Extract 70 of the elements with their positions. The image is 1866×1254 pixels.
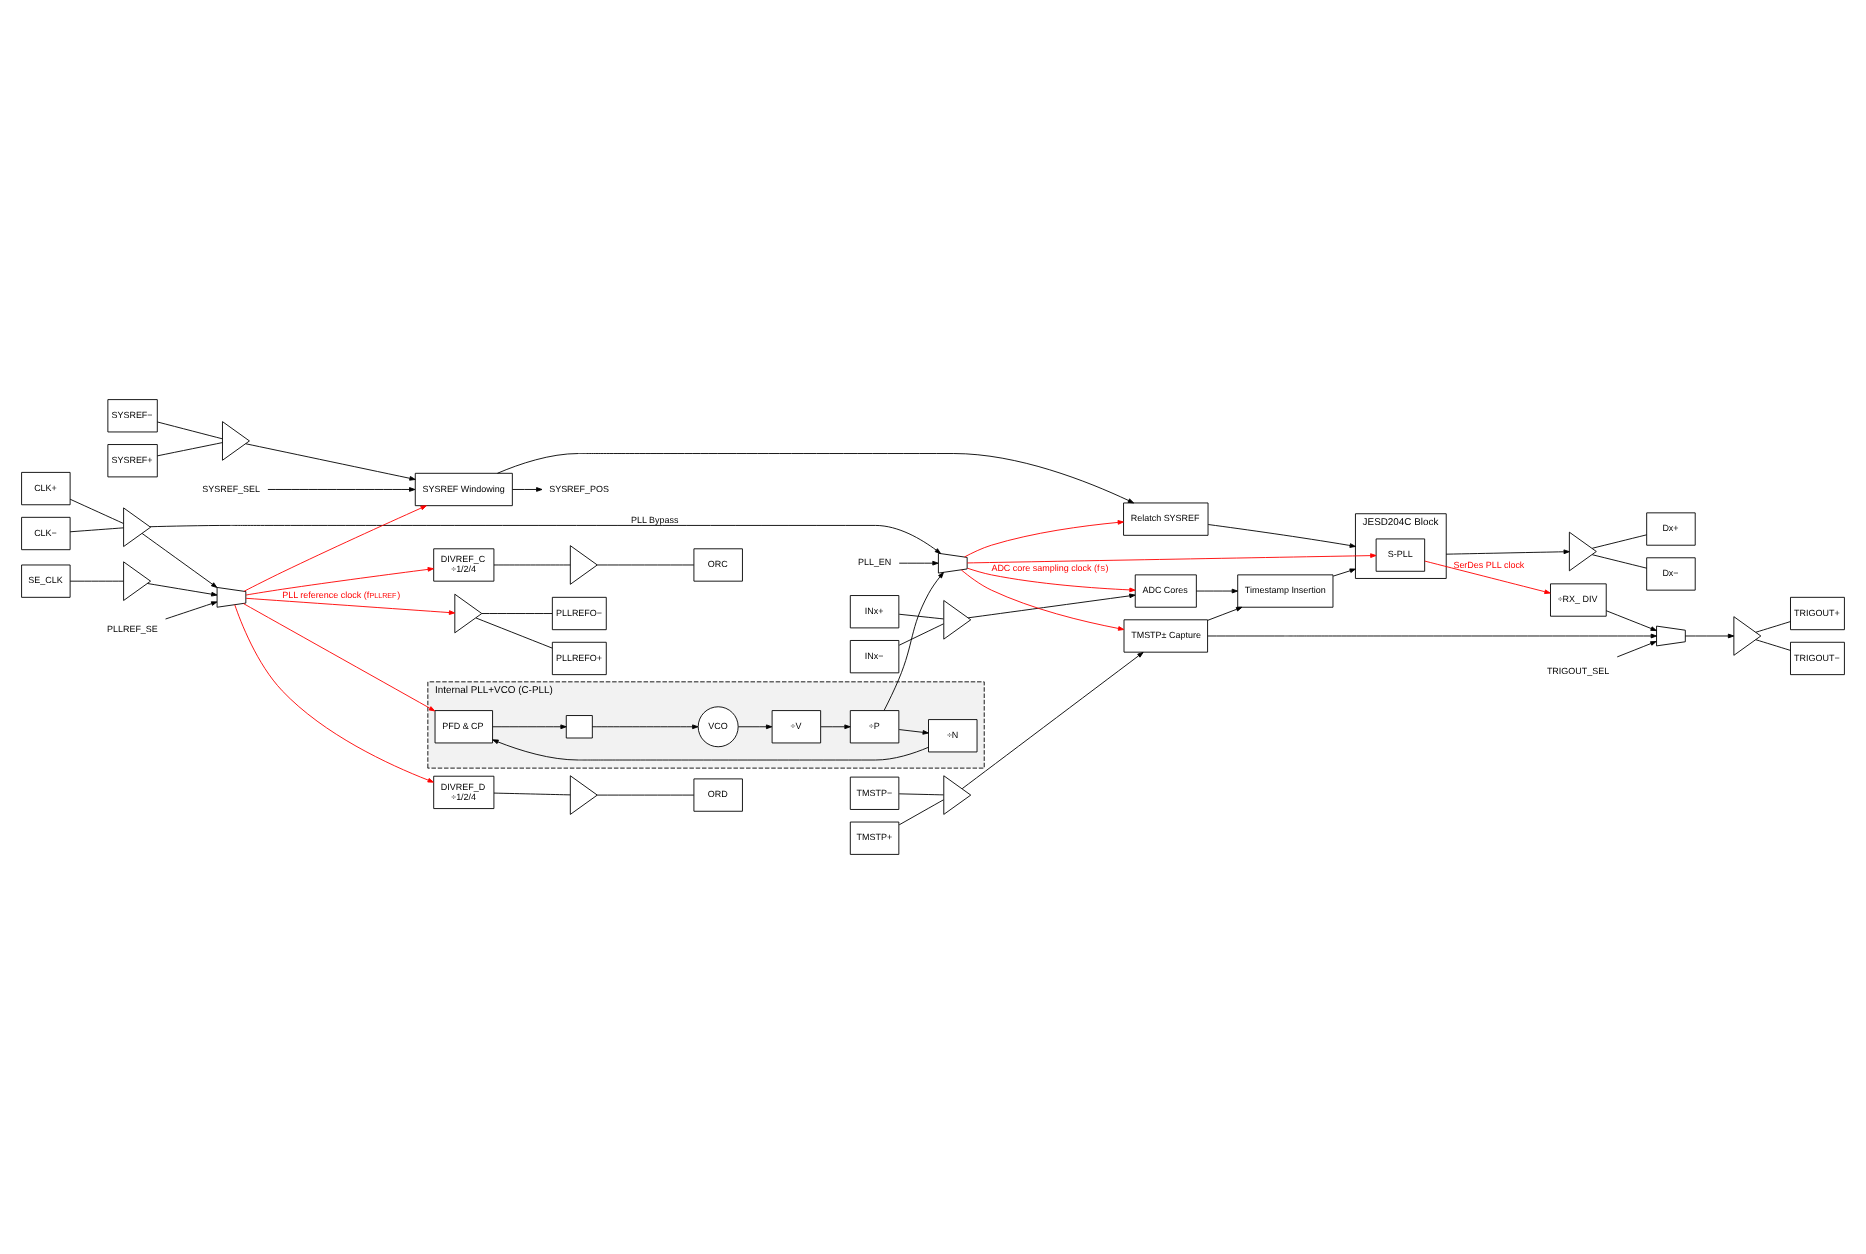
connector: [493, 792, 571, 796]
node-triangle: [123, 507, 151, 547]
node-triangle: [454, 593, 483, 634]
arrow: [898, 729, 929, 735]
connector: [157, 421, 223, 440]
arrow: [1207, 606, 1243, 621]
connector: [898, 793, 944, 796]
connector: [596, 564, 695, 566]
arrow: [146, 583, 218, 597]
arrow: [243, 505, 427, 592]
connector: [69, 580, 124, 582]
node-box: [565, 715, 593, 739]
arrow: [967, 567, 1136, 593]
connector: [898, 613, 944, 620]
connector: [898, 623, 944, 646]
node-triangle: [1568, 531, 1597, 572]
node-triangle: [943, 775, 972, 815]
arrow: [512, 487, 543, 492]
arrow: [1684, 633, 1735, 639]
arrow: [1605, 610, 1657, 632]
arrow: [966, 553, 1377, 564]
arrow: [961, 651, 1144, 790]
arrow: [245, 443, 416, 481]
connector: [1591, 534, 1647, 549]
connector: [1591, 554, 1647, 569]
node-triangle: [569, 545, 598, 585]
arrow: [1207, 633, 1657, 639]
connector: [481, 613, 553, 614]
connector: [475, 617, 553, 649]
arrow: [245, 597, 456, 615]
arrow: [737, 724, 773, 730]
arrow: [234, 604, 434, 783]
node-triangle: [943, 600, 972, 640]
arrow: [492, 739, 929, 761]
arrow: [964, 520, 1124, 558]
arrow: [967, 593, 1136, 619]
arrow: [1616, 641, 1657, 658]
node-trapezoid: [1656, 625, 1686, 647]
connector: [596, 794, 695, 796]
arrow: [591, 724, 699, 730]
arrow: [883, 572, 944, 711]
arrow: [898, 560, 939, 566]
connector: [69, 527, 124, 533]
arrow: [141, 533, 218, 588]
connector: [157, 442, 223, 457]
arrow: [1195, 588, 1238, 594]
node-trapezoid: [216, 587, 247, 608]
arrow: [1207, 524, 1356, 548]
arrow: [1445, 549, 1570, 555]
connector: [493, 564, 571, 566]
arrow: [960, 569, 1125, 631]
connector: [1755, 639, 1791, 651]
arrow: [1424, 560, 1551, 595]
arrow: [497, 453, 1135, 504]
arrow: [243, 603, 436, 712]
node-triangle: [569, 775, 598, 815]
arrow: [267, 487, 416, 492]
connector: [69, 498, 124, 524]
connector: [898, 799, 944, 826]
arrow: [492, 724, 567, 730]
node-triangle: [222, 421, 250, 461]
node-triangle: [1733, 616, 1762, 656]
arrow: [245, 567, 434, 596]
node-triangle: [123, 561, 151, 601]
arrow: [1332, 568, 1356, 577]
node-trapezoid: [937, 552, 968, 574]
connector: [1755, 621, 1791, 633]
arrow: [820, 724, 851, 730]
arrow: [149, 524, 942, 554]
arrow: [165, 601, 218, 620]
